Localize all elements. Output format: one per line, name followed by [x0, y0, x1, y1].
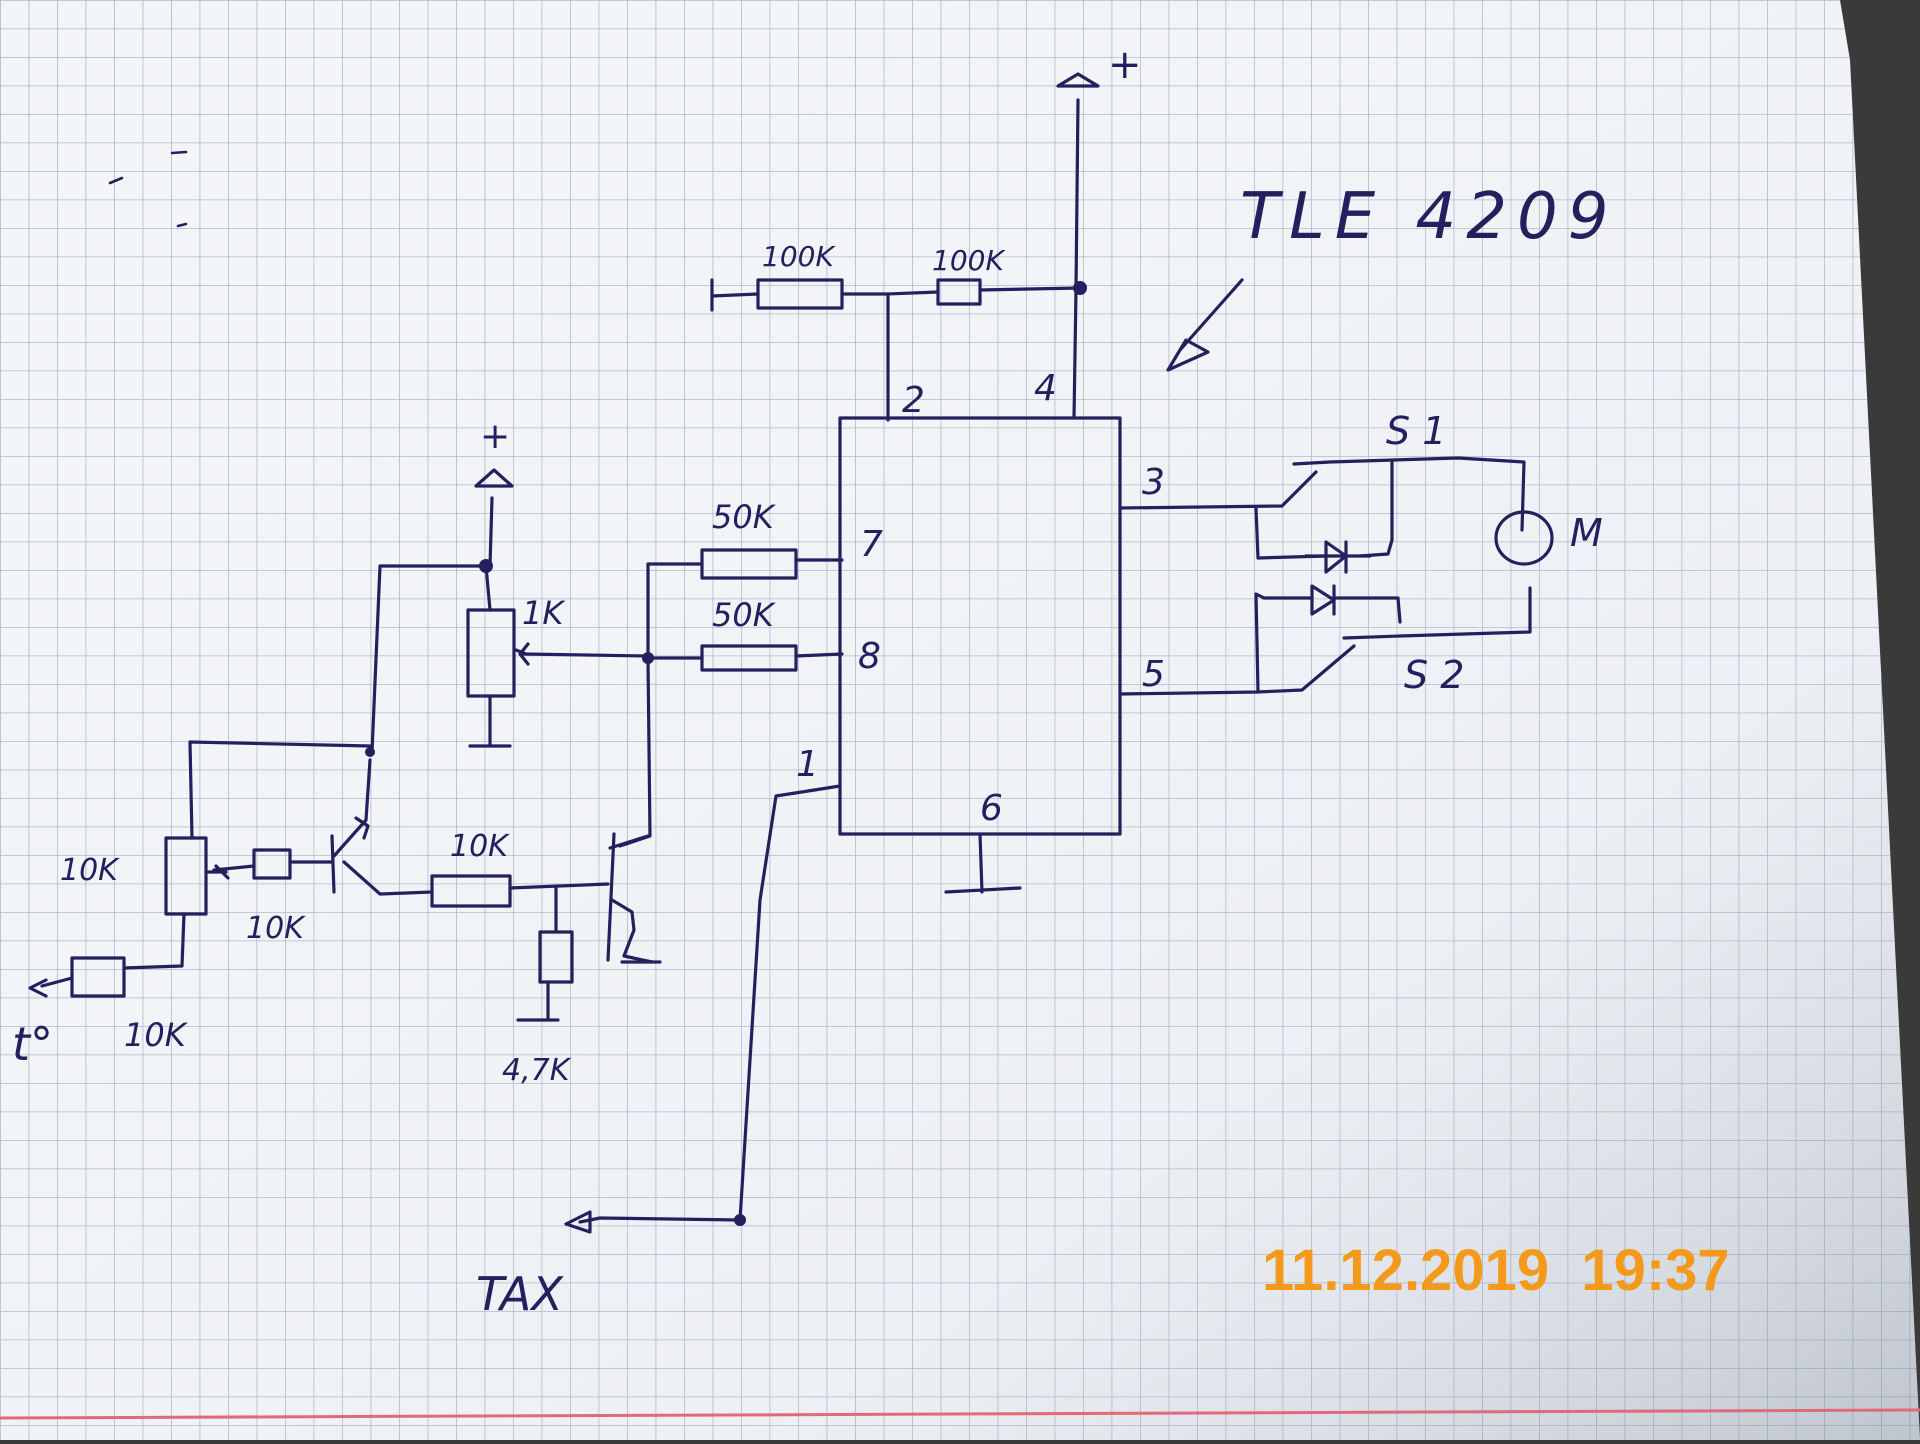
r-100k-a-label: 100K — [762, 240, 836, 273]
ground-4-7k — [516, 980, 560, 1022]
switch-s1 — [1292, 456, 1526, 532]
potentiometer-10k — [164, 836, 208, 916]
transistor-left — [330, 758, 372, 894]
r-10k-pot-label: 10K — [60, 853, 120, 888]
temp-sensor-label: t° — [12, 1017, 53, 1071]
r-100k-b-label: 100K — [932, 244, 1006, 277]
divider-wire — [840, 286, 1082, 422]
motor-label: M — [1570, 511, 1603, 555]
tax-arrow — [564, 1210, 592, 1234]
resistor-100k-b — [936, 278, 982, 306]
supply-line-mid — [488, 496, 494, 568]
r-4-7k-label: 4,7K — [502, 1053, 572, 1088]
diode-lower — [1262, 584, 1402, 624]
pot-1k-label: 1K — [522, 594, 566, 632]
switch-s1-label: S 1 — [1386, 409, 1446, 453]
tax-label: TAX — [476, 1267, 564, 1321]
ground-pin6 — [944, 832, 1022, 894]
motor-symbol — [1494, 510, 1554, 566]
pin-5-label: 5 — [1142, 654, 1165, 695]
supply-arrow-top — [1056, 72, 1100, 88]
ic-title: TLE 4209 — [1240, 180, 1618, 254]
r-10k-temp-label: 10K — [124, 1016, 189, 1054]
switch-s2 — [1342, 586, 1532, 640]
ic-pointer-arrow — [1166, 278, 1244, 372]
r-50k-a-label: 50K — [712, 498, 777, 536]
wire-pin8 — [646, 652, 844, 660]
supply-arrow-mid — [474, 468, 514, 488]
junction-left — [365, 747, 375, 757]
plus-mid-label: + — [480, 416, 510, 457]
temp-input-arrow — [28, 976, 74, 998]
transistor-right — [606, 832, 654, 964]
wire-pin7 — [646, 558, 844, 662]
resistor-4-7k — [538, 930, 574, 984]
wire-pin1-tax — [578, 784, 842, 1224]
margin-line — [0, 1408, 1920, 1420]
diode-upper — [1304, 540, 1372, 574]
wire-mid — [342, 860, 610, 932]
resistor-10k-base — [252, 848, 292, 880]
r-10k-mid-label: 10K — [450, 829, 510, 864]
wire-pin3 — [1118, 470, 1328, 560]
pin-6-label: 6 — [980, 788, 1003, 829]
switch-s2-label: S 2 — [1404, 653, 1464, 697]
pin-4-label: 4 — [1034, 368, 1057, 409]
junction-tax — [734, 1214, 746, 1226]
camera-timestamp: 11.12.2019 19:37 — [1262, 1238, 1730, 1303]
wire-pin5 — [1118, 592, 1356, 696]
divider-ground-a — [710, 278, 760, 312]
plus-top-label: + — [1108, 42, 1142, 88]
pin-3-label: 3 — [1142, 462, 1165, 503]
pin-7-label: 7 — [860, 524, 883, 565]
r-50k-b-label: 50K — [712, 596, 777, 634]
wire-pot-left — [370, 564, 488, 754]
stray-mark — [108, 150, 188, 228]
pin-2-label: 2 — [902, 380, 925, 421]
pin-1-label: 1 — [796, 744, 819, 785]
diode-upper-link — [1358, 538, 1394, 558]
wire-pot10k — [122, 740, 372, 970]
pin-8-label: 8 — [858, 636, 881, 677]
pot-wiper — [468, 564, 650, 748]
r-10k-base-label: 10K — [246, 911, 306, 946]
